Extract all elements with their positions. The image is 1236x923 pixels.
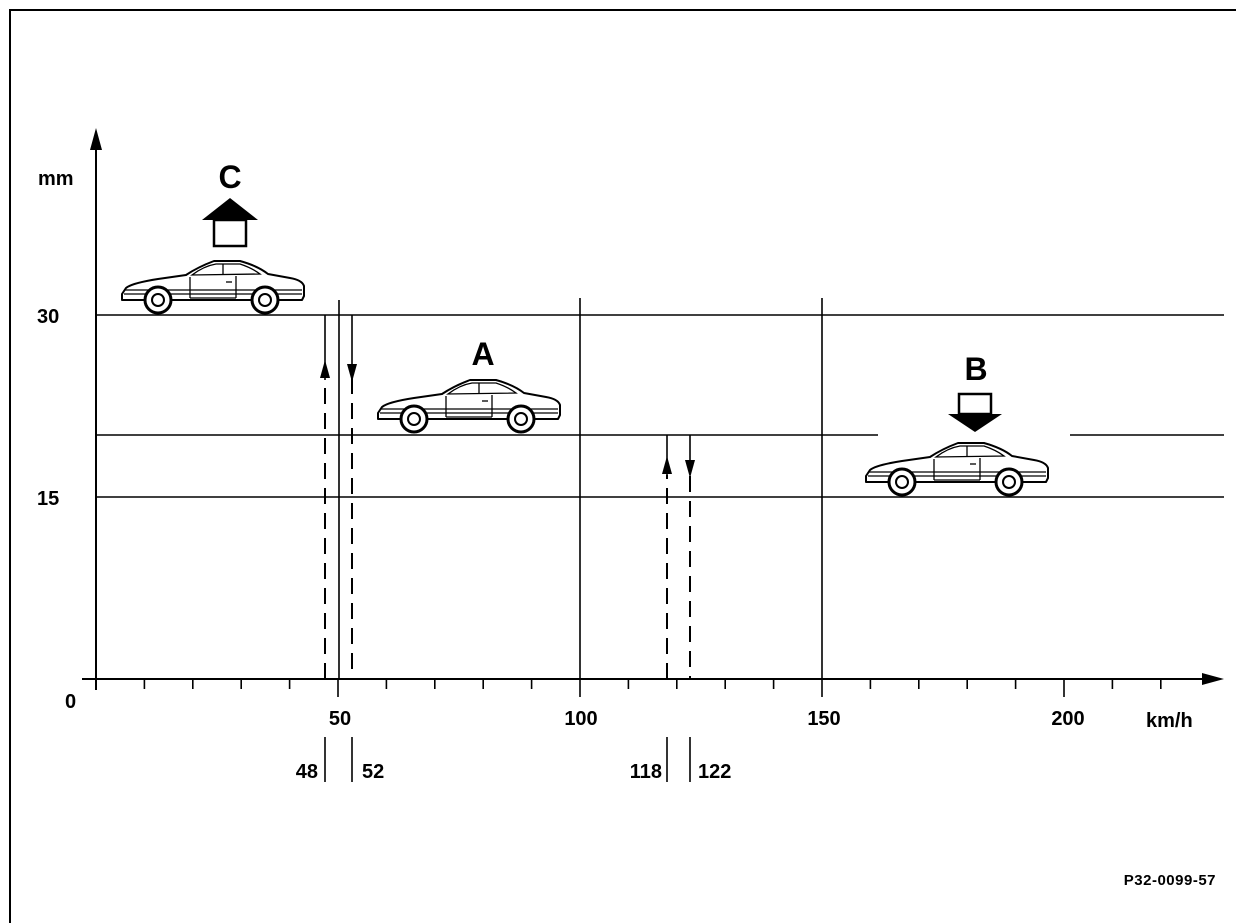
x-tick-label-100: 100 — [564, 708, 597, 730]
origin-label: 0 — [65, 691, 76, 713]
car-a-icon — [376, 378, 562, 434]
y-axis-unit-label: mm — [38, 168, 74, 190]
switch-line-52 — [347, 315, 357, 782]
x-axis — [82, 673, 1224, 685]
arrow-down-icon — [347, 364, 357, 382]
switch-label-118: 118 — [630, 761, 662, 783]
x-tick-label-50: 50 — [329, 708, 351, 730]
car-a: A — [376, 336, 562, 434]
car-c-label: C — [218, 159, 241, 195]
y-tick-label-15: 15 — [37, 488, 59, 510]
switch-line-118 — [662, 435, 672, 782]
switch-label-52: 52 — [362, 761, 384, 783]
car-c-icon — [120, 259, 306, 315]
x-axis-minor-ticks — [143, 679, 1162, 697]
x-axis-unit-label: km/h — [1146, 710, 1193, 732]
car-c: C — [120, 159, 306, 315]
arrow-up-icon — [202, 198, 258, 248]
x-tick-label-200: 200 — [1051, 708, 1084, 730]
arrow-down-icon — [685, 460, 695, 478]
arrow-up-icon — [320, 360, 330, 378]
arrow-down-icon — [948, 392, 1002, 432]
x-tick-label-150: 150 — [807, 708, 840, 730]
y-axis — [90, 128, 102, 690]
switch-label-48: 48 — [296, 761, 318, 783]
car-b-icon — [864, 441, 1050, 497]
switch-label-122: 122 — [698, 761, 731, 783]
car-b-label: B — [964, 351, 987, 387]
switch-line-48 — [320, 315, 330, 782]
frame-border — [9, 9, 1236, 923]
y-tick-label-30: 30 — [37, 306, 59, 328]
reference-code: P32-0099-57 — [1124, 872, 1216, 889]
car-b: B — [864, 351, 1050, 497]
switch-line-122 — [685, 435, 695, 782]
arrow-up-icon — [662, 456, 672, 474]
car-a-label: A — [471, 336, 494, 372]
